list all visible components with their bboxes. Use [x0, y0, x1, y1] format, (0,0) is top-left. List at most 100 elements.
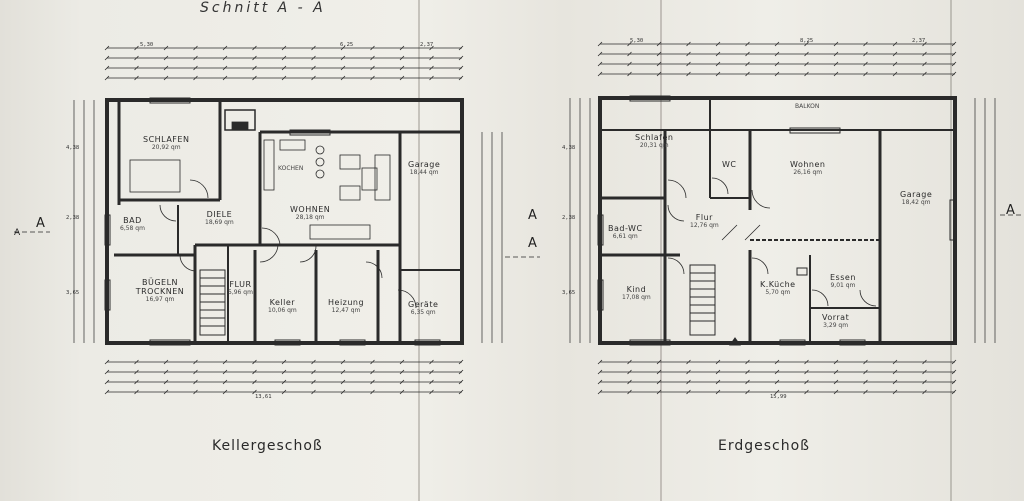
dimension-tick [311, 369, 316, 375]
paper-fold [418, 0, 420, 501]
dimension-tick [104, 75, 110, 81]
dimension-tick [951, 379, 957, 385]
dimension-tick [340, 369, 346, 375]
dimension-tick [193, 369, 198, 375]
dimension-tick [222, 359, 228, 365]
dimension-tick [774, 51, 780, 57]
dimension-tick [745, 41, 750, 47]
dimension-tick [458, 369, 464, 375]
dimension-tick [686, 71, 691, 77]
dimension-tick [597, 41, 603, 47]
dimension-tick [833, 359, 839, 365]
dimension-tick [686, 379, 691, 385]
dimension-label: 6,25 [340, 42, 354, 48]
dimension-tick [863, 61, 868, 67]
dimension-tick [340, 75, 346, 81]
dimension-tick [863, 389, 868, 395]
dimension-tick [163, 55, 169, 61]
dimension-tick [774, 61, 780, 67]
dimension-tick [370, 369, 375, 375]
dimension-tick [134, 389, 139, 395]
dimension-tick [311, 45, 316, 51]
dimension-tick [833, 71, 839, 77]
dimension-tick [429, 389, 434, 395]
dimension-tick [686, 369, 691, 375]
dimension-tick [134, 55, 139, 61]
dimension-tick [922, 71, 927, 77]
dimension-tick [715, 71, 721, 77]
dimension-tick [399, 45, 405, 51]
dimension-tick [222, 45, 228, 51]
dimension-tick [804, 379, 809, 385]
dimension-label: 2,38 [66, 215, 80, 221]
dimension-tick [922, 61, 927, 67]
dimension-tick [458, 75, 464, 81]
dimension-tick [458, 65, 464, 71]
dimension-tick [597, 379, 603, 385]
dimension-tick [134, 45, 139, 51]
dimension-tick [252, 369, 257, 375]
dimension-tick [163, 379, 169, 385]
dimension-tick [804, 389, 809, 395]
dimension-tick [745, 71, 750, 77]
dimension-tick [370, 389, 375, 395]
dimension-label: 8,25 [800, 38, 814, 44]
dimension-label: 5,30 [630, 38, 644, 44]
dimension-tick [104, 65, 110, 71]
dimension-tick [222, 369, 228, 375]
dimension-tick [774, 41, 780, 47]
dimension-tick [774, 369, 780, 375]
dimension-tick [458, 55, 464, 61]
dimension-tick [311, 379, 316, 385]
dimension-tick [686, 41, 691, 47]
dimension-tick [597, 71, 603, 77]
dimension-tick [833, 379, 839, 385]
plan-title: Kellergeschoß [212, 438, 323, 454]
dimension-tick [715, 379, 721, 385]
plan-title: Erdgeschoß [718, 438, 810, 454]
dimension-tick [222, 65, 228, 71]
dimension-tick [892, 41, 898, 47]
dimension-tick [104, 359, 110, 365]
dimension-tick [222, 389, 228, 395]
dimension-tick [340, 359, 346, 365]
dimension-tick [134, 369, 139, 375]
dimension-tick [627, 379, 632, 385]
dimension-tick [686, 51, 691, 57]
dimension-tick [597, 369, 603, 375]
dimension-tick [656, 41, 662, 47]
dimension-tick [627, 389, 632, 395]
dimension-tick [429, 75, 434, 81]
dimension-tick [340, 389, 346, 395]
dimension-tick [892, 61, 898, 67]
dimension-tick [922, 359, 927, 365]
dimension-tick [193, 65, 198, 71]
dimension-tick [104, 389, 110, 395]
dimension-tick [370, 75, 375, 81]
dimension-tick [804, 71, 809, 77]
dimension-tick [656, 379, 662, 385]
dimension-tick [340, 65, 346, 71]
dimension-tick [222, 379, 228, 385]
dimension-label: 15,99 [770, 394, 787, 400]
dimension-tick [281, 369, 287, 375]
dimension-tick [745, 389, 750, 395]
dimension-tick [399, 389, 405, 395]
section-marker: A [1006, 203, 1015, 218]
dimension-tick [656, 389, 662, 395]
dimension-tick [458, 379, 464, 385]
dimension-tick [892, 379, 898, 385]
section-marker: A [36, 216, 45, 231]
dimension-tick [745, 359, 750, 365]
dimension-tick [597, 61, 603, 67]
dimension-tick [370, 359, 375, 365]
dimension-tick [340, 379, 346, 385]
dimension-tick [193, 359, 198, 365]
dimension-tick [804, 41, 809, 47]
dimension-tick [163, 369, 169, 375]
